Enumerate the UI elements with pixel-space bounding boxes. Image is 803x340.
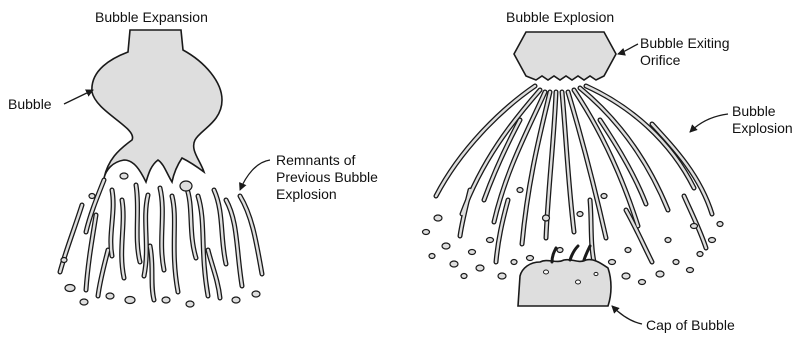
fragment	[517, 188, 523, 193]
fragment	[106, 293, 114, 299]
fragment	[461, 274, 467, 279]
right-panel-title: Bubble Explosion	[506, 9, 614, 25]
fragment	[252, 291, 260, 297]
fragment	[232, 297, 240, 303]
fragment	[476, 265, 484, 271]
fragment	[639, 280, 646, 285]
bubble-arrow	[64, 90, 93, 104]
fragment	[609, 260, 616, 265]
fragment	[429, 254, 435, 259]
fragment	[469, 250, 476, 255]
right-panel: Bubble Explosion	[423, 9, 793, 333]
fragment	[120, 173, 128, 179]
fragment	[577, 212, 583, 217]
fragment	[691, 224, 698, 229]
cap-arrow	[612, 306, 642, 324]
fragment	[180, 181, 192, 191]
expanding-bubble	[92, 30, 222, 182]
bubble-cap	[518, 260, 611, 306]
left-panel-title: Bubble Expansion	[95, 9, 208, 25]
fragment	[125, 297, 135, 304]
fragment	[442, 243, 450, 249]
fragment	[673, 260, 679, 265]
fragment	[434, 215, 442, 221]
cap-label: Cap of Bubble	[646, 317, 735, 333]
orifice-label-line-1: Bubble Exiting	[640, 35, 730, 51]
fragment	[656, 271, 664, 277]
fragment	[625, 248, 631, 253]
fragment	[80, 299, 88, 305]
remnants-label-line-2: Previous Bubble	[276, 169, 378, 185]
left-panel: Bubble Expansion	[8, 9, 378, 307]
orifice-label-line-2: Orifice	[640, 52, 681, 68]
fragment	[186, 301, 194, 307]
fragment	[557, 248, 563, 253]
fragment	[423, 230, 430, 235]
remnants-label-line-1: Remnants of	[276, 152, 355, 168]
fragment	[697, 252, 703, 257]
fragment	[665, 238, 671, 243]
remnants-label-line-3: Explosion	[276, 186, 337, 202]
fragment	[543, 215, 550, 221]
fragment	[709, 238, 716, 243]
fragment	[162, 297, 170, 303]
fragment	[717, 222, 723, 227]
explosion-label-line-2: Explosion	[732, 120, 793, 136]
explosion-label-line-1: Bubble	[732, 103, 776, 119]
orifice-bubble	[514, 32, 616, 80]
fragment	[498, 273, 506, 279]
orifice-arrow	[618, 44, 638, 54]
fragment	[687, 268, 694, 273]
fragment	[601, 194, 607, 199]
fragment	[487, 238, 494, 243]
fragment	[511, 260, 517, 265]
fragment	[450, 261, 458, 267]
fragment	[527, 256, 534, 261]
explosion-arrow	[690, 114, 728, 132]
fragment	[61, 258, 67, 263]
fragment	[65, 285, 75, 292]
fragment	[89, 194, 95, 199]
fragment	[622, 273, 630, 279]
remnants-arrow	[240, 160, 270, 190]
bubble-label: Bubble	[8, 96, 52, 112]
